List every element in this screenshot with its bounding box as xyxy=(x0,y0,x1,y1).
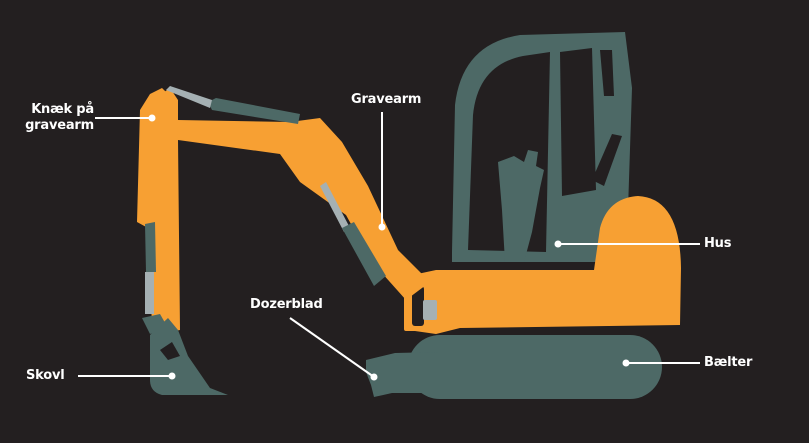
tracks xyxy=(408,335,662,399)
stick xyxy=(137,88,180,332)
label-knee-line2: gravearm xyxy=(25,118,94,133)
label-tracks: Bælter xyxy=(704,355,753,370)
label-arm: Gravearm xyxy=(351,92,422,107)
leader-house xyxy=(554,240,700,248)
label-knee: Knæk på gravearm xyxy=(14,102,94,134)
bucket xyxy=(150,318,228,395)
dozer-blade xyxy=(366,352,438,397)
leader-bucket xyxy=(78,372,176,380)
leader-knee xyxy=(95,114,156,122)
cab xyxy=(452,32,632,262)
leader-tracks xyxy=(622,359,700,367)
label-house: Hus xyxy=(704,236,732,251)
label-bucket: Skovl xyxy=(26,368,65,383)
boom-cylinder-mid xyxy=(320,182,386,286)
boom xyxy=(150,88,430,300)
label-knee-line1: Knæk på xyxy=(31,102,94,117)
boom-cylinder-top xyxy=(166,86,300,124)
leader-blade xyxy=(289,317,378,381)
boom-joint xyxy=(412,286,437,326)
leader-arm xyxy=(378,112,386,231)
label-blade: Dozerblad xyxy=(250,297,323,312)
